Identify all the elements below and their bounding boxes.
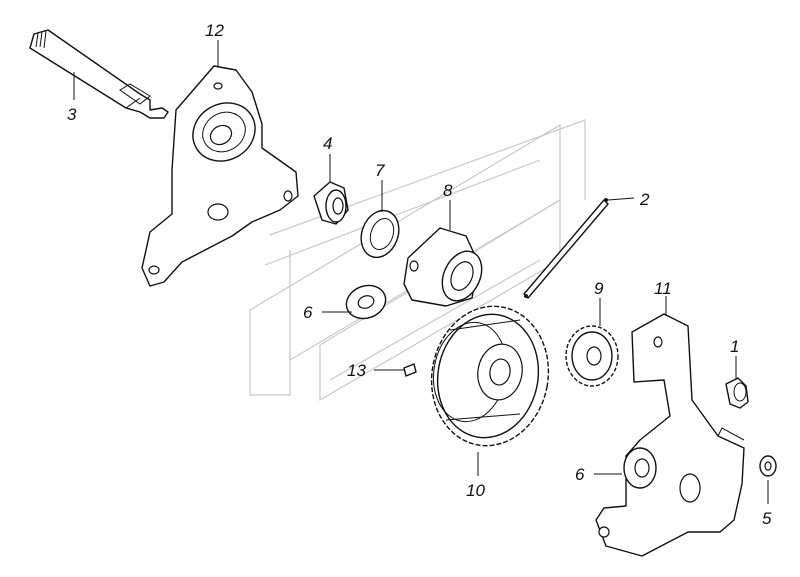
callout-13: 13 [347, 361, 366, 380]
part-2-pin [523, 198, 609, 299]
callout-9: 9 [594, 279, 604, 298]
part-10-large-gear [430, 305, 550, 447]
callout-1: 1 [730, 337, 739, 356]
callout-6-upper: 6 [303, 303, 313, 322]
part-8-hub [403, 227, 483, 307]
part-1-bolt [725, 377, 749, 409]
part-12-bearing-plate [141, 65, 299, 287]
callout-labels: 12 3 4 7 8 2 6 13 9 11 1 6 10 5 [67, 21, 772, 528]
callout-11: 11 [654, 279, 672, 298]
part-6-bearing-upper [345, 284, 387, 320]
part-7-ring [360, 209, 400, 259]
leader-lines [73, 40, 769, 504]
part-3-shaft [29, 29, 169, 119]
part-6-bearing-lower [623, 447, 657, 489]
callout-10: 10 [466, 481, 485, 500]
callout-8: 8 [443, 181, 453, 200]
callout-2: 2 [639, 190, 650, 209]
callout-5: 5 [762, 509, 772, 528]
callout-4: 4 [323, 134, 332, 153]
callout-6-lower: 6 [575, 465, 585, 484]
part-9-small-gear [565, 325, 619, 387]
part-11-bracket [595, 313, 745, 557]
callout-7: 7 [375, 161, 385, 180]
part-4-bushing [313, 181, 349, 225]
part-13-small-pin [403, 363, 417, 377]
part-5-washer [759, 455, 777, 477]
callout-12: 12 [205, 21, 224, 40]
callout-3: 3 [67, 105, 77, 124]
